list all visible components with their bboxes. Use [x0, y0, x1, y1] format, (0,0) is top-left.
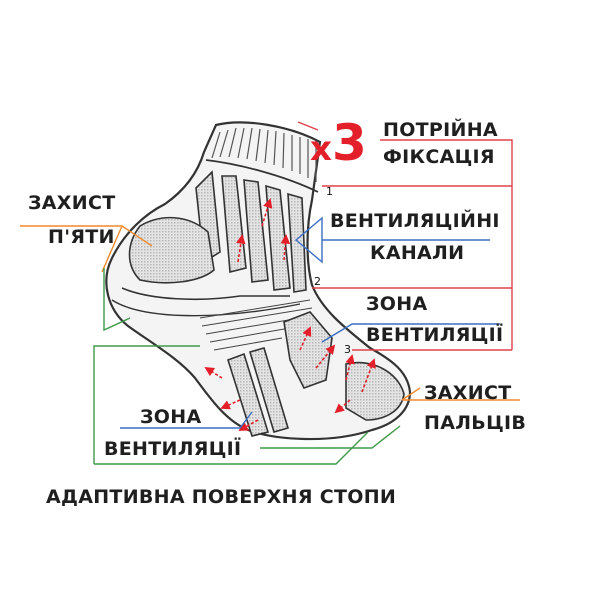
- label-vent-channels-line1: ВЕНТИЛЯЦІЙНІ: [330, 210, 500, 232]
- label-vent-channels-line2: КАНАЛИ: [370, 242, 465, 264]
- sole-vent-channels: [227, 347, 289, 437]
- multiplier-prefix: x: [310, 129, 332, 169]
- label-triple-fixation-line2: ФІКСАЦІЯ: [383, 146, 495, 168]
- label-adaptive-sole: АДАПТИВНА ПОВЕРХНЯ СТОПИ: [46, 486, 397, 508]
- label-vent-zone-upper-line2: ВЕНТИЛЯЦІЇ: [366, 324, 504, 346]
- label-heel-protection-line1: ЗАХИСТ: [28, 192, 116, 214]
- label-heel-protection-line2: П'ЯТИ: [48, 226, 115, 248]
- label-vent-zone-lower-line2: ВЕНТИЛЯЦІЇ: [104, 438, 242, 460]
- marker-1: 1: [326, 185, 333, 198]
- multiplier-number: 3: [331, 114, 367, 172]
- protection-lines: [20, 225, 520, 401]
- label-vent-zone-lower-line1: ЗОНА: [140, 406, 202, 428]
- label-toe-protection-line1: ЗАХИСТ: [424, 382, 512, 404]
- cuff-ribs: [205, 127, 319, 193]
- instep-vent-zone: [283, 311, 333, 389]
- marker-3: 3: [344, 343, 351, 356]
- label-vent-zone-upper-line1: ЗОНА: [366, 293, 428, 315]
- label-triple-fixation-line1: ПОТРІЙНА: [383, 119, 498, 141]
- triple-multiplier: x3: [310, 118, 367, 168]
- sole-lines: [93, 268, 401, 465]
- arch-band: [199, 299, 313, 351]
- airflow-arrows: [204, 198, 376, 431]
- fixation-lines: [297, 121, 513, 351]
- vent-lines: [120, 216, 500, 429]
- heel-zone: [128, 216, 215, 284]
- label-toe-protection-line2: ПАЛЬЦІВ: [424, 412, 527, 434]
- marker-2: 2: [314, 275, 321, 288]
